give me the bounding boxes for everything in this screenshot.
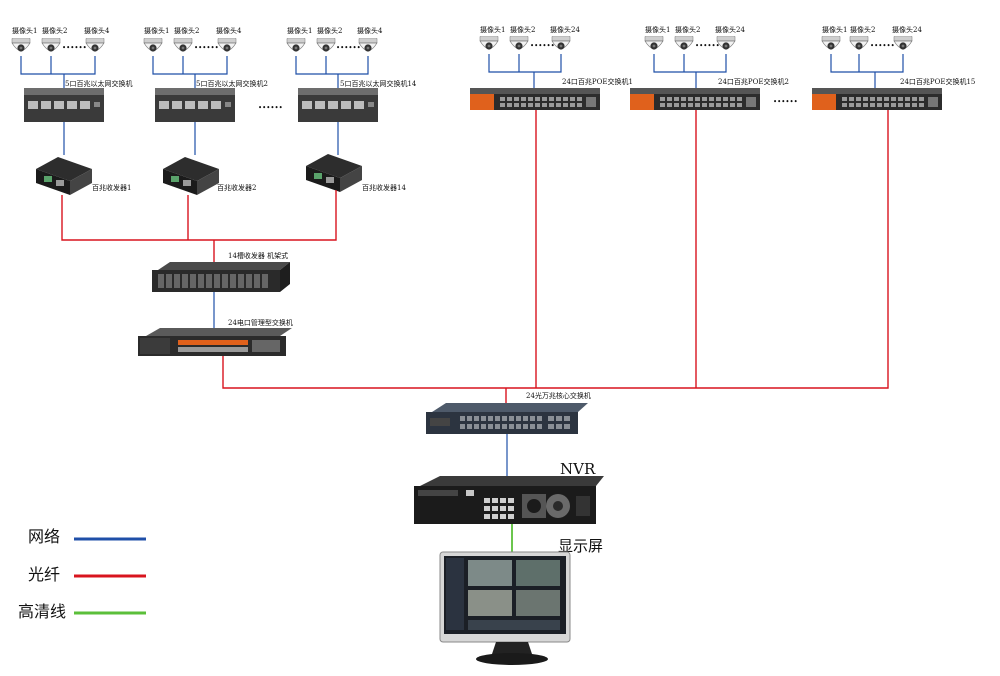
camera-icon — [85, 38, 105, 53]
legend-label: 光纤 — [28, 565, 60, 584]
camera-icon — [41, 38, 61, 53]
display-label: 显示屏 — [558, 537, 603, 555]
camera-label: 摄像头1 — [287, 26, 312, 35]
legend-label: 网络 — [28, 527, 60, 546]
switch-ellipsis: •••••• — [258, 104, 283, 112]
nvr-label: NVR — [560, 460, 596, 478]
camera-label: 摄像头24 — [892, 25, 922, 34]
camera-dots: •••••• — [870, 42, 895, 50]
camera-label: 摄像头1 — [144, 26, 169, 35]
poe-switch-label: 24口百兆POE交换机2 — [718, 77, 789, 86]
ethernet-switch — [155, 88, 235, 122]
poe-switch-label: 24口百兆POE交换机15 — [900, 77, 975, 86]
rack-transceiver-chassis — [152, 262, 290, 292]
poe-switch — [470, 88, 600, 110]
core-switch-label: 24光万兆核心交换机 — [526, 391, 591, 400]
media-converter — [163, 157, 219, 195]
legend-item-fiber: 光纤 — [28, 565, 146, 584]
switch-label: 5口百兆以太网交换机14 — [340, 79, 417, 88]
camera-icon — [286, 38, 306, 53]
ethernet-switch — [24, 88, 104, 122]
ethernet-group-1: 摄像头1 摄像头2 摄像头4 •••••• 5口百兆以太网交换机 百兆收发器1 — [11, 26, 132, 195]
legend-item-hd-cable: 高清线 — [18, 602, 146, 621]
camera-dots: •••••• — [695, 42, 720, 50]
poe-switch — [630, 88, 760, 110]
camera-label: 摄像头2 — [850, 25, 875, 34]
ethernet-group-14: 摄像头1 摄像头2 摄像头4 •••••• 5口百兆以太网交换机14 百兆收发器… — [286, 26, 417, 192]
camera-label: 摄像头1 — [12, 26, 37, 35]
camera-label: 摄像头1 — [645, 25, 670, 34]
ethernet-group-2: 摄像头1 摄像头2 摄像头4 •••••• 5口百兆以太网交换机2 百兆收发器2 — [143, 26, 268, 195]
camera-label: 摄像头24 — [550, 25, 580, 34]
camera-dots: •••••• — [62, 44, 87, 52]
display-monitor — [439, 551, 571, 665]
camera-label: 摄像头1 — [822, 25, 847, 34]
legend: 网络 光纤 高清线 — [18, 527, 146, 621]
rack-label: 14槽收发器 机架式 — [228, 251, 288, 260]
poe-group-2: 摄像头1 摄像头2 摄像头24 •••••• 24口百兆POE交换机2 — [630, 25, 789, 110]
ethernet-switch — [298, 88, 378, 122]
switch-label: 5口百兆以太网交换机2 — [196, 79, 268, 88]
camera-label: 摄像头2 — [675, 25, 700, 34]
camera-label: 摄像头2 — [510, 25, 535, 34]
camera-icon — [674, 36, 694, 51]
camera-icon — [217, 38, 237, 53]
camera-dots: •••••• — [194, 44, 219, 52]
camera-icon — [821, 36, 841, 51]
fiber-links-trunk — [222, 110, 889, 404]
poe-group-1: 摄像头1 摄像头2 摄像头24 •••••• 24口百兆POE交换机1 — [470, 25, 633, 110]
transceiver-label: 百兆收发器14 — [362, 183, 406, 192]
camera-icon — [479, 36, 499, 51]
camera-label: 摄像头4 — [357, 26, 383, 35]
nvr-recorder — [414, 476, 604, 524]
poe-group-15: 摄像头1 摄像头2 摄像头24 •••••• 24口百兆POE交换机15 — [812, 25, 975, 110]
poe-switch-label: 24口百兆POE交换机1 — [562, 77, 633, 86]
poe-switch — [812, 88, 942, 110]
camera-icon — [173, 38, 193, 53]
camera-label: 摄像头4 — [216, 26, 242, 35]
camera-label: 摄像头2 — [42, 26, 67, 35]
camera-dots: •••••• — [530, 42, 555, 50]
poe-switch-ellipsis: •••••• — [773, 98, 798, 106]
camera-icon — [11, 38, 31, 53]
camera-label: 摄像头4 — [84, 26, 110, 35]
transceiver-label: 百兆收发器1 — [92, 183, 131, 192]
camera-label: 摄像头24 — [715, 25, 745, 34]
camera-icon — [509, 36, 529, 51]
camera-icon — [893, 36, 913, 51]
switch-label: 5口百兆以太网交换机 — [65, 79, 132, 88]
camera-icon — [143, 38, 163, 53]
camera-icon — [358, 38, 378, 53]
legend-label: 高清线 — [18, 602, 66, 621]
camera-icon — [316, 38, 336, 53]
transceiver-label: 百兆收发器2 — [217, 183, 256, 192]
core-switch — [426, 403, 588, 434]
managed-switch-label: 24电口管理型交换机 — [228, 318, 293, 327]
camera-label: 摄像头2 — [174, 26, 199, 35]
media-converter — [36, 157, 92, 195]
media-converter — [306, 154, 362, 192]
camera-label: 摄像头1 — [480, 25, 505, 34]
legend-item-network: 网络 — [28, 527, 146, 546]
camera-label: 摄像头2 — [317, 26, 342, 35]
camera-icon — [644, 36, 664, 51]
fiber-links-left — [61, 190, 337, 262]
managed-switch — [138, 328, 292, 356]
camera-dots: •••••• — [336, 44, 361, 52]
camera-icon — [849, 36, 869, 51]
